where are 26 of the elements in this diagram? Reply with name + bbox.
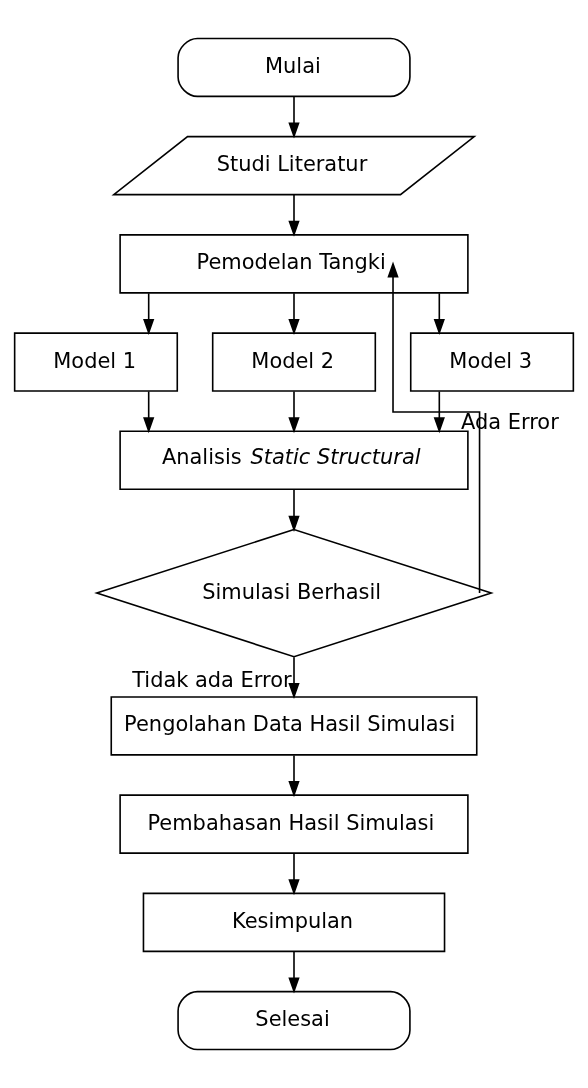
arrow [143,292,155,336]
arrow [288,951,300,994]
arrow [288,96,300,139]
arrow [288,656,300,700]
node-diamond: Simulasi Berhasil [94,528,494,658]
arrow [143,390,155,434]
node-box: Mulai [177,37,411,98]
arrow [387,261,481,594]
node-box: Pengolahan Data Hasil Simulasi [110,696,478,756]
edge-label: Tidak ada Error [132,668,292,693]
node-box: Model 3 [409,332,575,392]
node-box: Model 1 [13,332,179,392]
node-box: Analisis Static Structural [119,430,469,491]
arrow [288,292,300,336]
arrow [288,194,300,237]
arrow [433,292,445,336]
node-box: Kesimpulan [142,892,446,953]
arrow [288,852,300,896]
arrow [288,390,300,434]
arrow [288,488,300,532]
node-box: Pemodelan Tangki [119,234,469,294]
node-box: Model 2 [211,332,377,392]
arrow [288,754,300,798]
arrow [433,390,445,434]
node-box: Selesai [177,990,411,1051]
node-box: Pembahasan Hasil Simulasi [119,794,469,854]
